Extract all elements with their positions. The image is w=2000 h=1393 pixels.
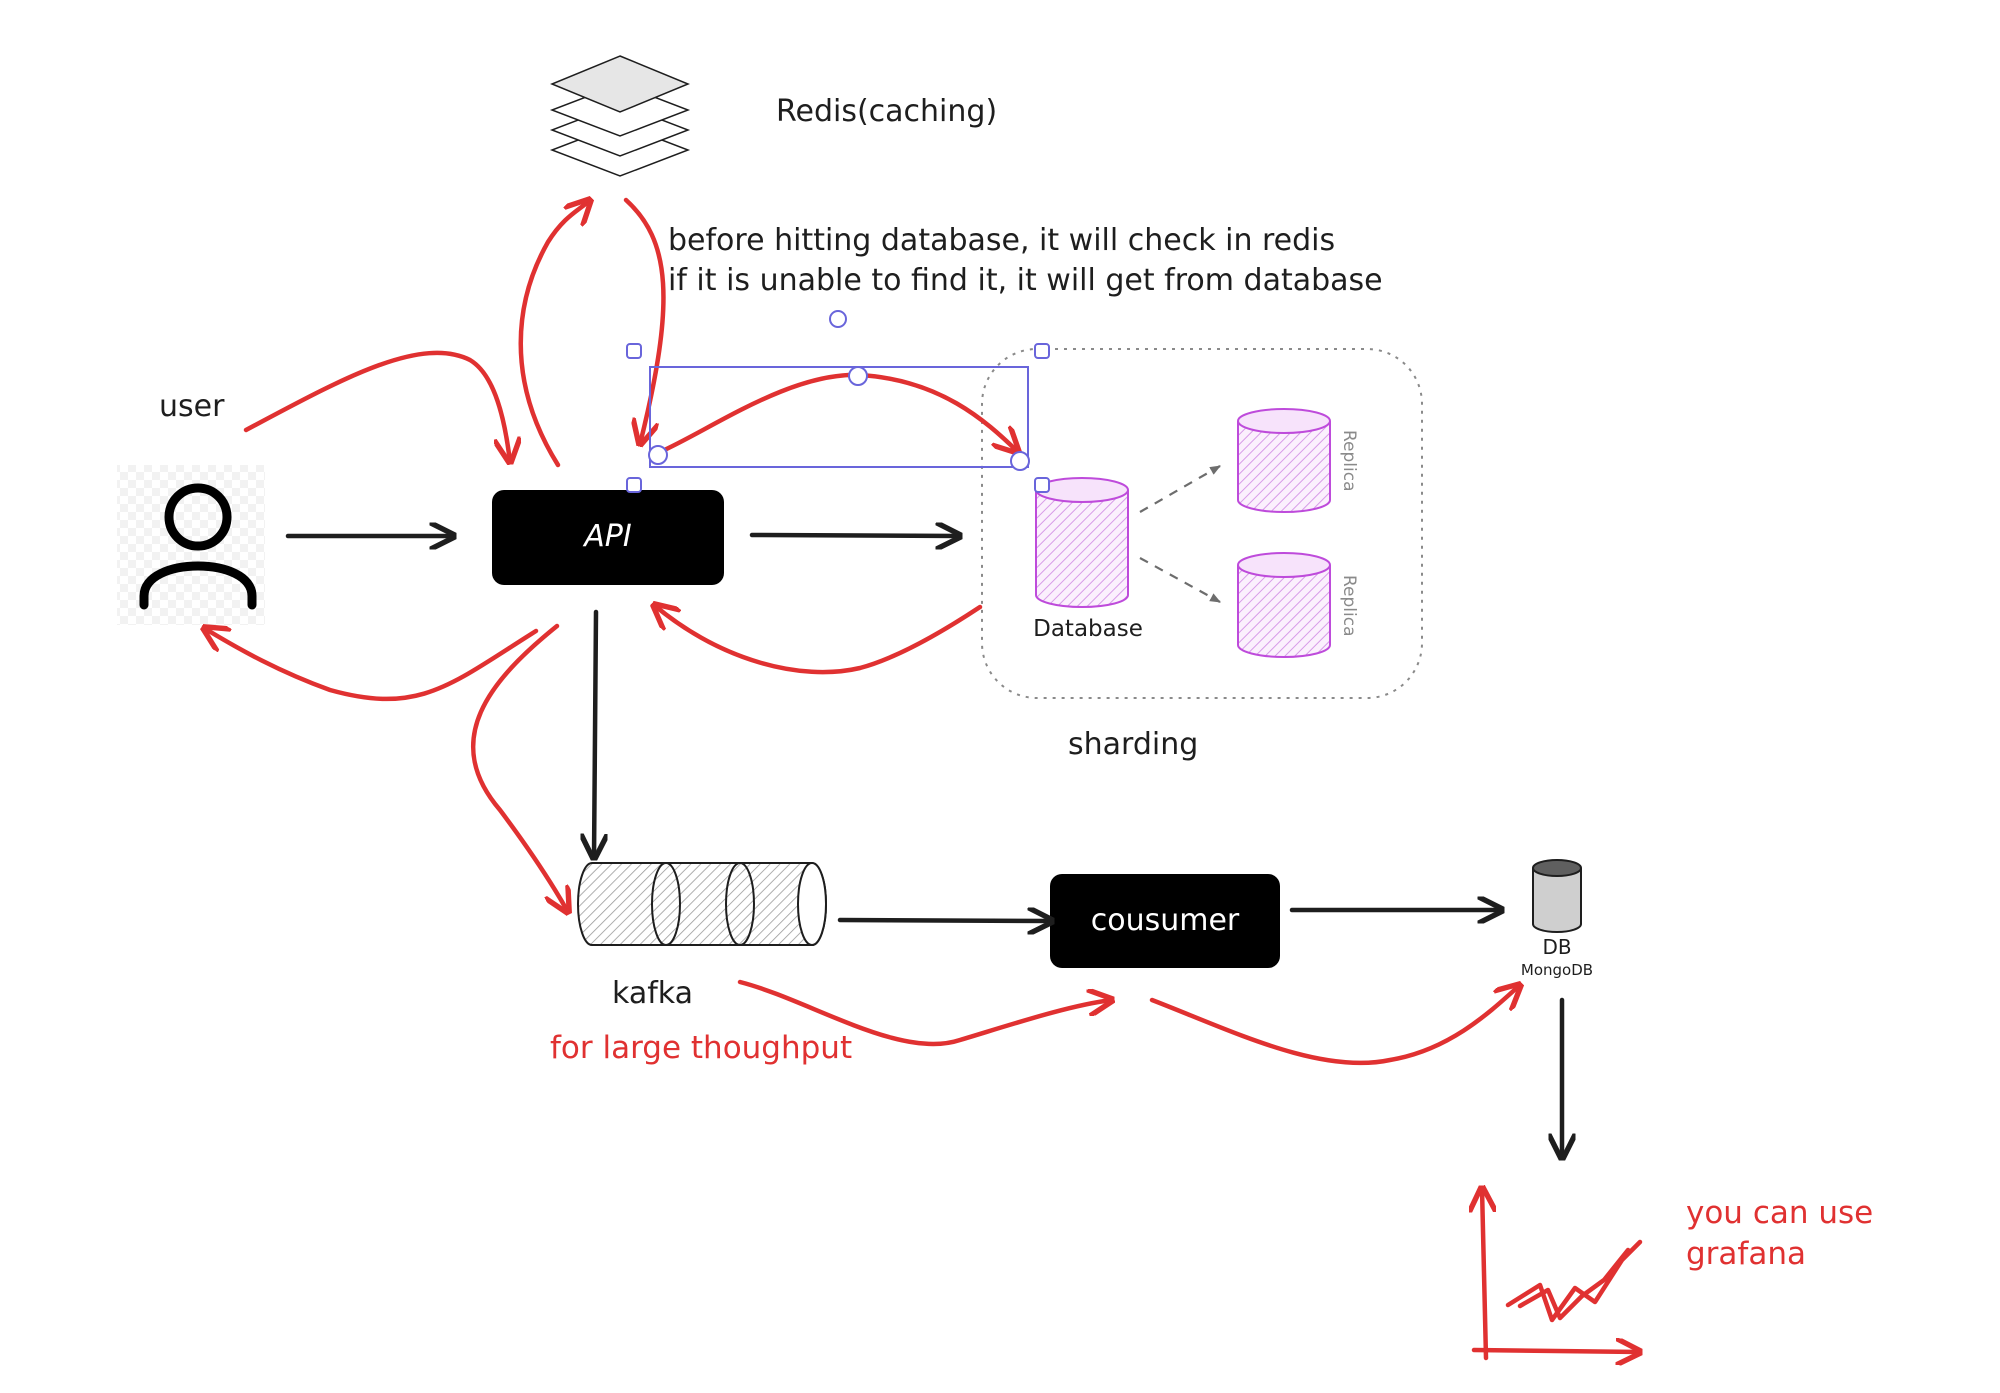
kafka-to-consumer-red-arrow — [737, 979, 1112, 1047]
layers-icon — [549, 55, 691, 177]
api-to-kafka-red-arrow — [470, 623, 568, 912]
redis-to-api-arrow — [623, 197, 666, 444]
grafana-note-line-1: you can use — [1686, 1195, 1873, 1231]
consumer-label: cousumer — [1091, 903, 1240, 938]
replica-cylinder-icon — [1237, 408, 1331, 513]
db-label: DB — [1542, 935, 1571, 959]
sharding-group — [981, 348, 1423, 699]
redis-label: Redis(caching) — [776, 94, 997, 129]
user-icon — [117, 465, 265, 625]
selection-overlay[interactable] — [626, 310, 1050, 493]
api-to-kafka-arrow — [594, 609, 596, 858]
curve-point-handle[interactable] — [1010, 451, 1030, 471]
mongodb-label: MongoDB — [1521, 961, 1593, 979]
database-cylinder-icon — [1035, 477, 1129, 608]
rotate-handle[interactable] — [829, 310, 847, 328]
resize-handle[interactable] — [1034, 477, 1050, 493]
api-to-redis-arrow — [518, 200, 590, 468]
consumer-box[interactable]: cousumer — [1050, 874, 1280, 968]
replica-label: Replica — [1339, 430, 1359, 492]
kafka-to-consumer-arrow — [837, 920, 1052, 921]
replica-label: Replica — [1339, 575, 1359, 637]
consumer-to-mongodb-red-arrow — [1149, 985, 1520, 1066]
sharding-label: sharding — [1068, 727, 1198, 762]
resize-handle[interactable] — [626, 343, 642, 359]
api-to-user-arrow — [204, 628, 539, 702]
cache-miss-to-database-arrow — [657, 372, 1018, 452]
api-box[interactable]: API — [492, 490, 724, 585]
database-to-api-arrow — [654, 605, 983, 675]
curve-point-handle[interactable] — [648, 445, 668, 465]
kafka-note: for large thoughput — [550, 1030, 852, 1066]
mongodb-icon — [1532, 859, 1582, 933]
cache-note-line-1: before hitting database, it will check i… — [668, 223, 1335, 258]
replica-cylinder-icon — [1237, 552, 1331, 658]
user-request-arrow — [243, 350, 510, 462]
queue-cylinder-icon — [577, 862, 827, 946]
resize-handle[interactable] — [626, 477, 642, 493]
user-label: user — [159, 389, 225, 424]
line-chart-icon — [1474, 1188, 1640, 1358]
curve-point-handle[interactable] — [848, 366, 868, 386]
selection-box — [649, 366, 1029, 468]
resize-handle[interactable] — [1034, 343, 1050, 359]
cache-note-line-2: if it is unable to find it, it will get … — [668, 263, 1383, 298]
replica-arrow — [1139, 557, 1221, 603]
kafka-label: kafka — [612, 976, 693, 1011]
replica-arrow — [1139, 465, 1221, 513]
api-to-database-arrow — [749, 535, 960, 536]
grafana-note-line-2: grafana — [1686, 1236, 1806, 1272]
database-label: Database — [1033, 616, 1143, 642]
api-label: API — [582, 519, 632, 554]
